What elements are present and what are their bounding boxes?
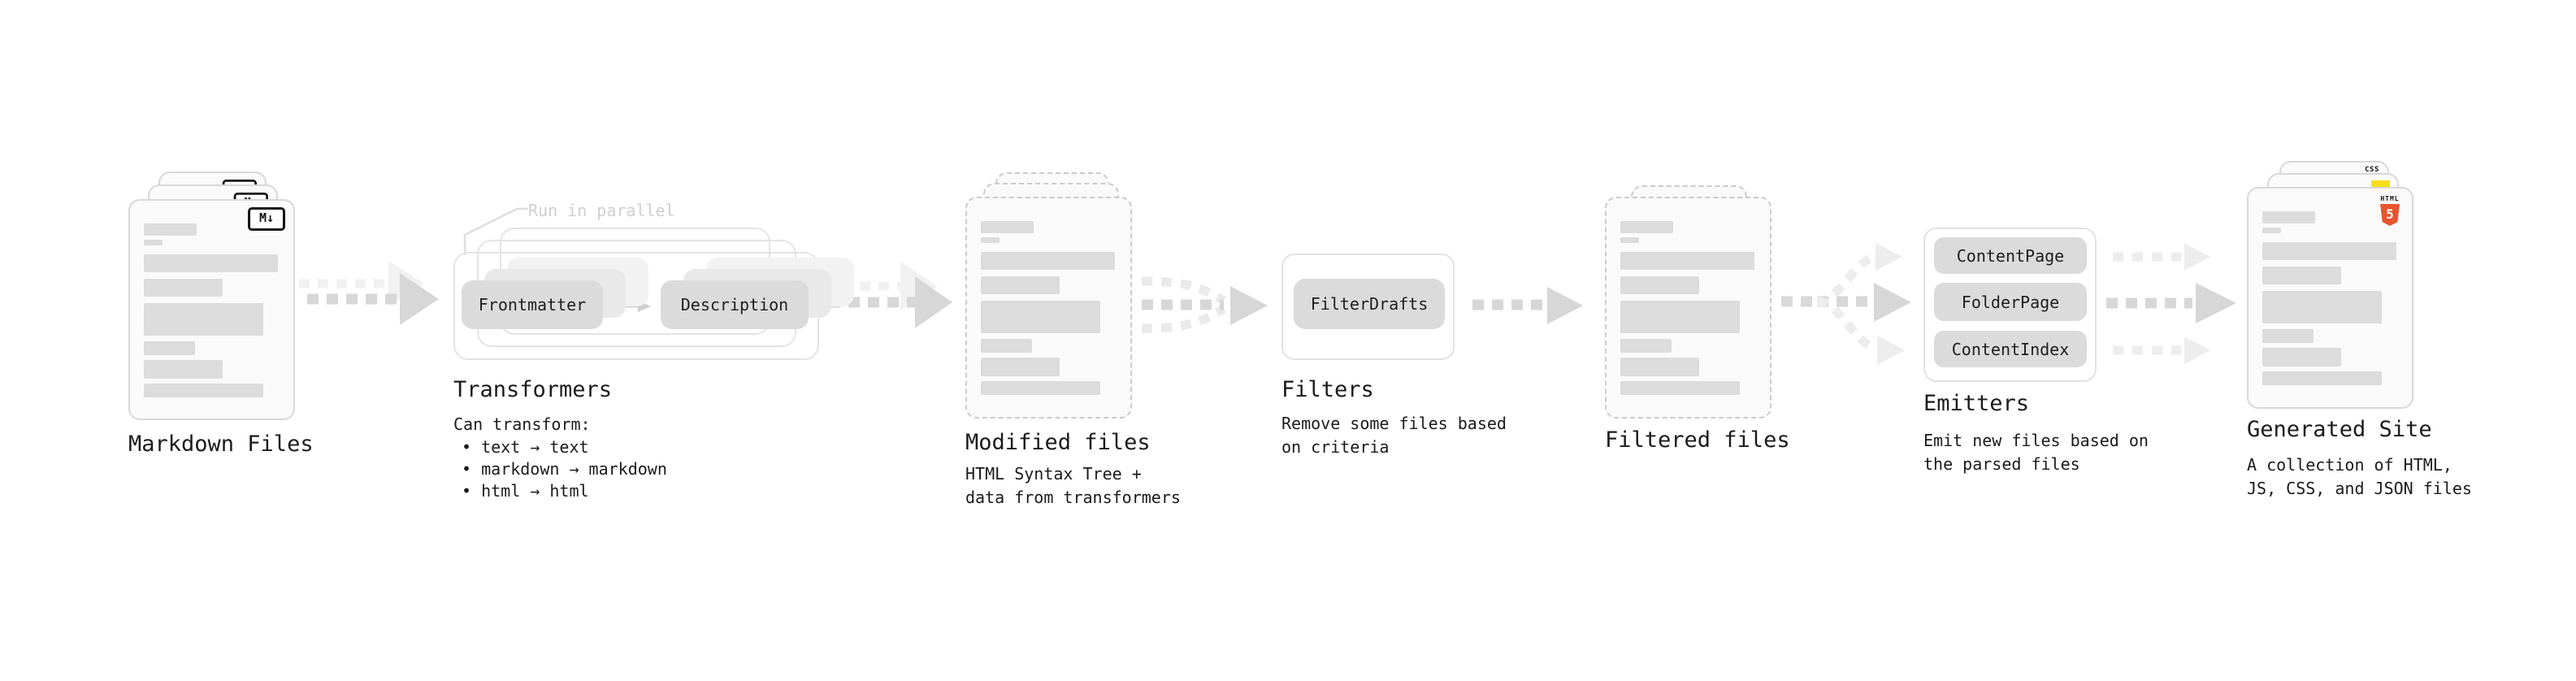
placeholder-bar: [2262, 211, 2315, 223]
placeholder-bar: [1620, 381, 1740, 395]
modified-files-description: HTML Syntax Tree + data from transformer…: [965, 462, 1181, 510]
placeholder-bar: [1620, 358, 1699, 376]
placeholder-bar: [144, 341, 195, 355]
stage-label-transformers: Transformers: [453, 377, 613, 402]
stage-label-generated-site: Generated Site: [2247, 417, 2432, 442]
html5-icon-shield: 5: [2380, 204, 2400, 226]
description-line: Emit new files based on: [1923, 431, 2149, 450]
html5-icon-label: HTML: [2380, 195, 2400, 202]
stage-label-emitters: Emitters: [1923, 391, 2030, 416]
css-icon-label: CSS: [2365, 166, 2379, 174]
stage-label-filtered-files: Filtered files: [1605, 427, 1790, 453]
run-in-parallel-note: Run in parallel: [528, 201, 675, 220]
transformers-bullet-list: • text → text • markdown → markdown • ht…: [453, 436, 667, 502]
doc-placeholder-lines: [2262, 211, 2396, 385]
html5-icon: HTML 5: [2380, 195, 2400, 226]
placeholder-bar: [1620, 237, 1639, 243]
placeholder-bar: [1620, 221, 1673, 233]
placeholder-bar: [2262, 267, 2341, 284]
placeholder-bar: [1620, 301, 1740, 333]
placeholder-bar: [2262, 228, 2281, 233]
filtered-files-stage: Filtered files: [1605, 185, 1849, 478]
emitters-description: Emit new files based on the parsed files: [1923, 429, 2149, 476]
bullet-item: • markdown → markdown: [462, 459, 667, 479]
placeholder-bar: [981, 381, 1100, 395]
placeholder-bar: [144, 384, 263, 397]
placeholder-bar: [981, 339, 1032, 353]
description-line: JS, CSS, and JSON files: [2247, 479, 2472, 498]
description-line: Remove some files based: [1281, 414, 1507, 433]
placeholder-bar: [981, 252, 1115, 270]
stage-label-filters: Filters: [1281, 377, 1374, 402]
placeholder-bar: [144, 360, 223, 379]
filterdrafts-chip: FilterDrafts: [1294, 279, 1445, 329]
contentpage-chip: ContentPage: [1934, 237, 2087, 274]
placeholder-bar: [2262, 242, 2396, 260]
description-line: data from transformers: [965, 488, 1181, 507]
markdown-icon: M↓: [248, 207, 285, 231]
filters-description: Remove some files based on criteria: [1281, 412, 1507, 459]
description-chip: Description: [661, 280, 809, 329]
description-line: HTML Syntax Tree +: [965, 464, 1142, 484]
placeholder-bar: [1620, 339, 1672, 353]
doc-placeholder-lines: [144, 223, 278, 397]
markdown-file-card: M↓: [128, 199, 295, 420]
doc-placeholder-lines: [1620, 221, 1754, 395]
generated-file-card: HTML 5: [2247, 187, 2413, 409]
placeholder-bar: [981, 221, 1034, 233]
stage-label-modified-files: Modified files: [965, 430, 1151, 455]
placeholder-bar: [144, 279, 223, 297]
contentindex-chip: ContentIndex: [1934, 331, 2087, 367]
description-line: A collection of HTML,: [2247, 455, 2452, 475]
bullet-item: • text → text: [462, 437, 589, 457]
description-line: the parsed files: [1923, 454, 2080, 474]
doc-placeholder-lines: [981, 221, 1115, 395]
modified-file-card: [965, 197, 1132, 419]
generated-site-description: A collection of HTML, JS, CSS, and JSON …: [2247, 453, 2472, 501]
generated-site-stage: CSS HTML 5 Generated Site: [2247, 161, 2556, 510]
transformers-stage: Run in parallel Frontmatter Description …: [453, 201, 854, 510]
placeholder-bar: [2262, 348, 2341, 367]
folderpage-chip: FolderPage: [1934, 283, 2087, 321]
placeholder-bar: [144, 254, 278, 272]
placeholder-bar: [2262, 291, 2382, 323]
bullet-item: • html → html: [462, 481, 589, 501]
filtered-file-card: [1605, 197, 1772, 419]
placeholder-bar: [2262, 371, 2382, 385]
placeholder-bar: [144, 223, 197, 236]
modified-files-stage: Modified files HTML Syntax Tree + data f…: [965, 172, 1209, 514]
frontmatter-chip: Frontmatter: [462, 280, 603, 329]
placeholder-bar: [981, 358, 1060, 376]
description-line: on criteria: [1281, 437, 1390, 457]
filters-stage: FilterDrafts Filters Remove some files b…: [1281, 254, 1525, 497]
placeholder-bar: [981, 237, 1000, 243]
placeholder-bar: [2262, 329, 2314, 343]
placeholder-bar: [981, 301, 1100, 333]
placeholder-bar: [1620, 252, 1754, 270]
placeholder-bar: [981, 276, 1060, 294]
transformers-subtitle: Can transform:: [453, 414, 591, 434]
stage-label-markdown-files: Markdown Files: [128, 432, 314, 457]
placeholder-bar: [144, 240, 163, 245]
placeholder-bar: [1620, 276, 1699, 294]
emitters-stage: ContentPage FolderPage ContentIndex Emit…: [1923, 228, 2184, 488]
placeholder-bar: [144, 303, 263, 336]
js-icon: [2371, 180, 2390, 189]
markdown-files-stage: M↓ M↓ M↓ Markdown Files: [128, 171, 372, 480]
